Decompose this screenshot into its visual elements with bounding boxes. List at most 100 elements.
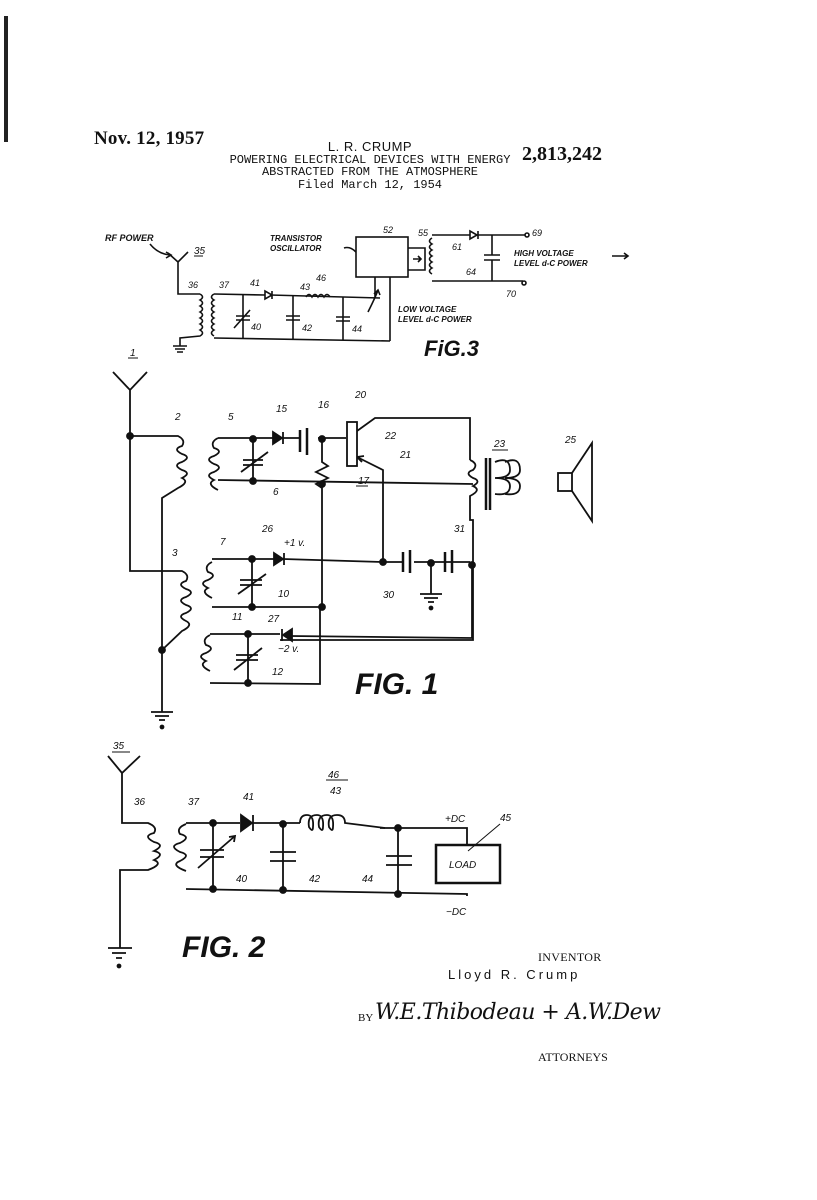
fig3: RF POWER 35 36 37 40 41 42 43 46 44 TRAN… xyxy=(105,225,630,361)
diode-41-fig3 xyxy=(264,289,274,301)
ref-40: 40 xyxy=(251,322,261,332)
ref-15: 15 xyxy=(276,404,288,415)
ground-fig1 xyxy=(151,650,173,721)
fig1-label: FIG. 1 xyxy=(355,668,438,701)
cap-40-fig3 xyxy=(233,295,251,339)
scan-edge-line xyxy=(4,16,8,142)
diode-41-fig2 xyxy=(240,813,254,833)
ref-42-fig2: 42 xyxy=(309,874,321,885)
ref-45-leader xyxy=(467,823,501,852)
ref-41: 41 xyxy=(250,278,260,288)
ref-20: 20 xyxy=(354,390,367,401)
ref-36: 36 xyxy=(188,280,198,290)
diode-61-fig3 xyxy=(469,229,479,241)
cap-16 xyxy=(298,428,309,455)
plus-1v-label: +1 v. xyxy=(284,538,305,549)
ref-40-fig2: 40 xyxy=(236,874,248,885)
transistor-20 xyxy=(346,421,358,467)
ref-43: 43 xyxy=(300,282,310,292)
diode-15 xyxy=(272,430,284,446)
osc-output-coil xyxy=(408,247,426,271)
load-45-box xyxy=(434,843,502,885)
junction xyxy=(318,480,326,488)
rf-power-label: RF POWER xyxy=(105,233,154,243)
fig1-lower-wires xyxy=(209,565,473,685)
osc-leader xyxy=(343,246,357,253)
title-line-2: ABSTRACTED FROM THE ATMOSPHERE xyxy=(261,165,479,179)
high-voltage-label: HIGH VOLTAGE xyxy=(514,249,574,258)
ref-69: 69 xyxy=(532,228,542,238)
cap-44-fig2 xyxy=(386,828,412,894)
fig1: 1 2 3 5 6 15 16 20 22 21 17 xyxy=(112,348,593,730)
ref-52: 52 xyxy=(383,225,393,235)
ref-7: 7 xyxy=(220,537,226,548)
ref-35: 35 xyxy=(194,246,206,257)
speaker-25-magnet xyxy=(557,472,573,492)
ref-37-fig2: 37 xyxy=(188,797,200,808)
ref-42: 42 xyxy=(302,323,312,333)
inventor-short: L. R. CRUMP xyxy=(327,139,413,154)
ref-31: 31 xyxy=(454,524,465,535)
coil-2 xyxy=(130,435,188,650)
coil-55-fig3 xyxy=(428,237,434,275)
low-voltage-label: LOW VOLTAGE xyxy=(398,305,457,314)
attorney-signature: W.E.Thibodeau + A.W.Dew xyxy=(375,1000,661,1025)
ref-27: 27 xyxy=(267,614,280,625)
high-voltage-label-2: LEVEL d-C POWER xyxy=(514,259,588,268)
cap-44-fig3 xyxy=(336,297,350,340)
cap-40-fig2 xyxy=(197,823,237,889)
emitter-arrow xyxy=(356,455,365,463)
coil-36-fig3 xyxy=(179,293,204,346)
ref-3: 3 xyxy=(172,548,178,559)
fig2-wires xyxy=(185,822,468,896)
patent-number: 2,813,242 xyxy=(522,143,602,165)
fig3-label: FiG.3 xyxy=(424,336,479,361)
high-voltage-arrow xyxy=(612,252,630,260)
inventor-name: Lloyd R. Crump xyxy=(448,967,581,982)
fig2-label: FIG. 2 xyxy=(182,931,266,964)
ref-46: 46 xyxy=(316,273,326,283)
fig1-upper-wires xyxy=(217,437,474,485)
ref-43-fig2: 43 xyxy=(330,786,342,797)
coil-37-fig2 xyxy=(173,823,187,872)
diode-26 xyxy=(273,551,285,567)
resistor xyxy=(313,439,331,604)
by-label: BY xyxy=(358,1012,374,1024)
coil-3 xyxy=(129,436,192,651)
ground-fig2 xyxy=(108,947,132,959)
ref-10: 10 xyxy=(278,589,290,600)
ref-45-fig2: 45 xyxy=(500,813,512,824)
transformer-23-secondary xyxy=(494,459,521,496)
cap-31 xyxy=(443,550,454,573)
terminal-69 xyxy=(524,232,530,238)
patent-date: Nov. 12, 1957 xyxy=(94,128,205,149)
ground-dot xyxy=(159,724,165,730)
ref-55: 55 xyxy=(418,228,429,238)
ref-37: 37 xyxy=(219,280,230,290)
ref-30: 30 xyxy=(383,590,395,601)
terminal-70 xyxy=(521,280,527,286)
ref-36-fig2: 36 xyxy=(134,797,146,808)
coil-11 xyxy=(200,634,212,672)
oscillator-52-box xyxy=(355,236,409,278)
ref-35-fig2: 35 xyxy=(113,741,125,752)
ref-5: 5 xyxy=(228,412,234,423)
ref-1: 1 xyxy=(130,348,136,359)
ref-17: 17 xyxy=(358,476,370,487)
inventor-heading: INVENTOR xyxy=(538,950,602,964)
cap-42-fig2 xyxy=(270,824,296,890)
ref-6: 6 xyxy=(273,487,279,498)
low-voltage-arrow xyxy=(367,288,381,313)
minus-2v-label: −2 v. xyxy=(278,644,299,655)
ground-dot xyxy=(116,963,122,969)
ref-44-fig2: 44 xyxy=(362,874,374,885)
cap-12 xyxy=(233,634,263,683)
plus-dc-label: +DC xyxy=(445,814,466,825)
load-label: LOAD xyxy=(449,860,476,871)
ref-61: 61 xyxy=(452,242,462,252)
ref-46-fig2: 46 xyxy=(328,770,340,781)
oscillator-label: OSCILLATOR xyxy=(270,244,321,253)
coil-5 xyxy=(208,437,220,491)
oscillator-leads xyxy=(374,277,391,341)
